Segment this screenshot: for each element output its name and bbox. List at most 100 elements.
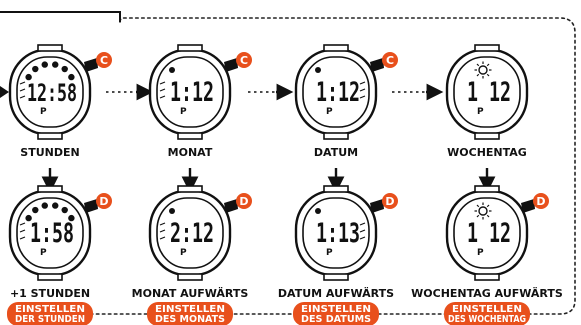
button-tab [224,58,238,72]
button-badge [533,193,549,209]
alarm-dot-icon [315,208,321,214]
button-badge [236,52,252,68]
pm-indicator: P [180,248,187,258]
indicator-dot [61,206,68,214]
blink-mark [359,229,366,233]
button-tab [84,199,98,213]
blink-mark [159,229,166,233]
pm-indicator: P [40,248,47,258]
blink-mark [159,236,166,240]
alarm-dot-icon [315,67,321,73]
entry-bracket [0,11,121,22]
pm-indicator: P [477,248,484,258]
strap-lug-bottom [37,273,63,281]
lcd-digits: 12:58 [27,79,77,107]
strap-lug-bottom [37,132,63,140]
button-tab [370,199,384,213]
indicator-dot [41,202,48,209]
blink-mark [19,229,26,233]
button-d-icon: D [521,193,549,213]
sun-ray [486,204,490,208]
pm-indicator: P [326,107,333,117]
button-badge [96,52,112,68]
lcd-digits: 1:12 [316,77,360,108]
button-letter: C [386,54,394,67]
blink-mark [159,81,166,85]
pm-indicator: P [477,107,484,117]
sun-ray [486,63,490,67]
sun-ray [486,214,490,218]
step-label: MONAT [168,146,213,159]
blink-mark [359,81,366,85]
strap-lug-bottom [474,132,500,140]
strap-lug-top [474,44,500,52]
blink-marks-icon [359,81,366,99]
lcd-digits: 1:13 [316,218,360,249]
blink-mark [19,236,26,240]
sun-ray [476,73,480,77]
sun-core [478,65,488,75]
watch-bezel [453,56,521,128]
pill-text-line: EINSTELLEN [15,304,85,315]
blink-mark [159,95,166,99]
entry-arrow [0,86,9,98]
indicator-dot [32,65,39,73]
pill-text-line: DER STUNDEN [15,314,85,325]
blink-mark [359,222,366,226]
watch-bezel [16,56,84,128]
strap-lug-bottom [474,273,500,281]
lcd-digits: 1 12 [467,77,511,108]
watch-bezel [453,197,521,269]
blink-mark [159,222,166,226]
button-letter: C [240,54,248,67]
button-badge [96,193,112,209]
blink-marks-icon [19,222,26,240]
pill-background [293,302,379,325]
strap-lug-top [474,185,500,193]
indicator-dot [25,214,32,222]
step-label: STUNDEN [20,146,79,159]
strap-lug-top [323,44,349,52]
pill-background [7,302,93,325]
watch-bezel [302,197,370,269]
button-badge [382,193,398,209]
button-c-icon: C [370,52,398,72]
indicator-dot [52,61,59,68]
blink-marks-icon [19,81,26,99]
dotted-frame [19,17,576,315]
step-label: WOCHENTAG [447,146,527,159]
sun-ray [476,63,480,67]
button-letter: D [385,195,394,208]
indicator-dot [32,206,39,214]
button-c-icon: C [224,52,252,72]
step-label: WOCHENTAG AUFWÄRTS [411,286,563,300]
blink-mark [19,95,26,99]
button-tab [84,58,98,72]
strap-lug-bottom [323,132,349,140]
strap-lug-top [177,185,203,193]
blink-mark [359,88,366,92]
button-tab [521,199,535,213]
button-letter: D [536,195,545,208]
sun-core [478,206,488,216]
blink-mark [19,81,26,85]
blink-mark [159,88,166,92]
indicator-dot [52,202,59,209]
blink-marks-icon [359,222,366,240]
alarm-dot-icon [169,208,175,214]
sun-ray [486,73,490,77]
sun-icon [474,61,492,79]
indicator-icons [25,202,75,222]
blink-marks-icon [159,81,166,99]
pill-background [444,302,530,325]
button-letter: C [100,54,108,67]
step-label: DATUM AUFWÄRTS [278,286,394,300]
button-badge [382,52,398,68]
